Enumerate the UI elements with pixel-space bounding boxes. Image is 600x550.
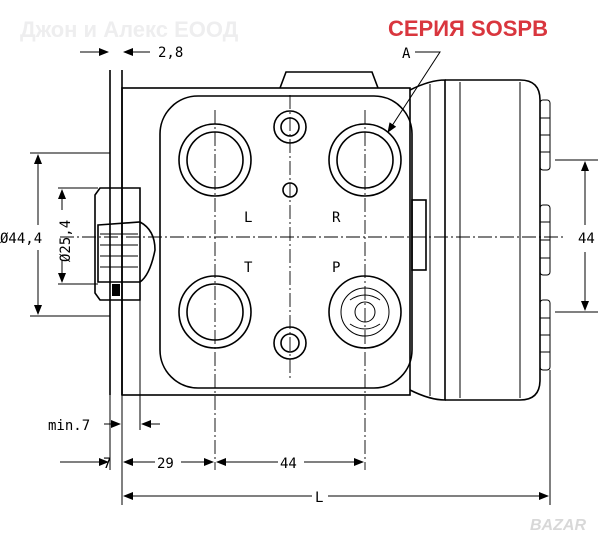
centerlines — [60, 95, 565, 470]
dim-44: 44 — [280, 456, 297, 472]
watermark-text: Джон и Алекс ЕООД — [20, 17, 239, 42]
valve-body — [109, 70, 551, 401]
port-label-l: L — [244, 210, 252, 226]
port-label-a: A — [402, 46, 411, 62]
port-label-t: T — [244, 260, 253, 276]
port-label-p: P — [332, 260, 340, 276]
dim-right-44: 44 — [578, 231, 595, 247]
dim-dia-44-4: Ø44,4 — [0, 231, 42, 247]
spline-shaft — [94, 187, 156, 301]
port-label-r: R — [332, 210, 341, 226]
dim-min-7: min.7 — [48, 418, 90, 434]
bazar-logo: BAZAR — [530, 517, 586, 534]
series-title: СЕРИЯ SOSPB — [388, 16, 548, 41]
dim-7: 7 — [103, 456, 111, 472]
dim-2-8: 2,8 — [158, 45, 183, 61]
dim-dia-25-4: Ø25,4 — [58, 220, 74, 262]
dim-length-l: L — [315, 490, 323, 506]
dim-29: 29 — [157, 456, 174, 472]
